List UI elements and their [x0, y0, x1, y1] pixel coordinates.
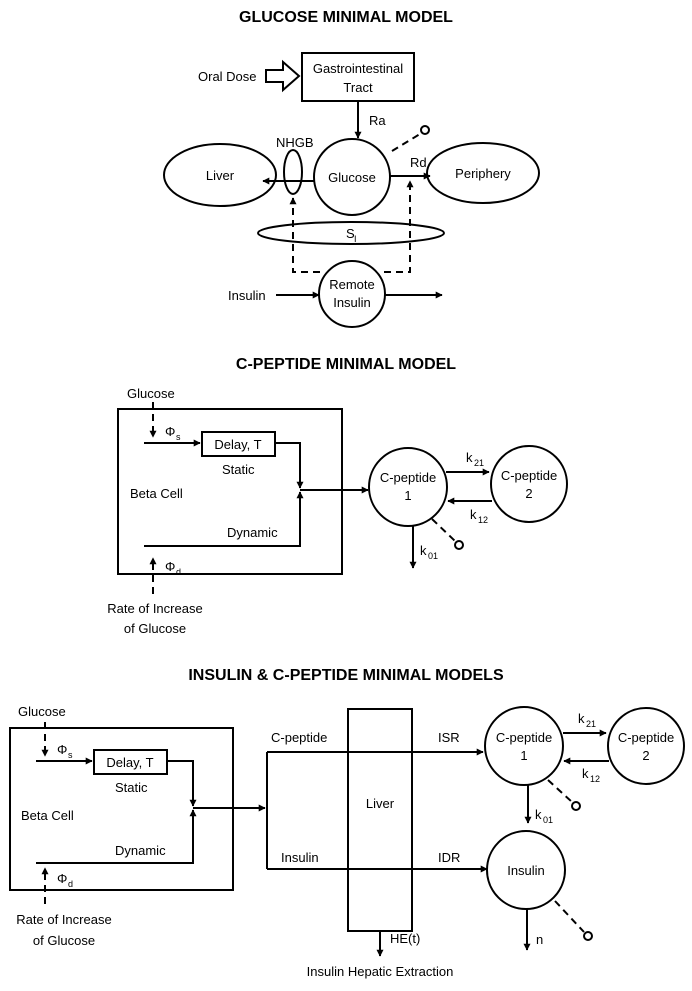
cm-phi-d: Φ: [57, 871, 67, 886]
cm-cpeptide-2-label-line1: C-peptide: [618, 730, 674, 745]
cm-cpeptide-flow-label: C-peptide: [271, 730, 327, 745]
remote-insulin-to-nhgb-dashed: [289, 197, 320, 273]
cm-static-label: Static: [115, 780, 148, 795]
cp-cpeptide-2-label-line2: 2: [525, 486, 532, 501]
oral-dose-block-arrow: [265, 59, 301, 93]
cm-insulin-flow-label: Insulin: [281, 850, 319, 865]
cp-cpeptide-2-node: [490, 445, 568, 523]
cm-rate-label-line2: of Glucose: [33, 933, 95, 948]
cp-phi-s: Φ: [165, 424, 175, 439]
nhgb-label: NHGB: [276, 135, 314, 150]
insulin-sensitivity-ellipse: [257, 221, 445, 245]
insulin-sensitivity-subscript: I: [354, 234, 357, 244]
cm-cpeptide-2-node: [607, 707, 685, 785]
remote-insulin-label-line1: Remote: [329, 277, 375, 292]
liver-node: [163, 143, 277, 207]
cm-idr-label: IDR: [438, 850, 460, 865]
cm-insulin-loss-open-circle: [583, 931, 593, 941]
cp-static-label: Static: [222, 462, 255, 477]
rd-label: Rd: [410, 155, 427, 170]
insulin-input-label: Insulin: [228, 288, 266, 303]
cm-phi-s-subscript: s: [68, 750, 73, 760]
cm-k12-label: k: [582, 766, 589, 781]
cm-liver-box: [347, 708, 413, 932]
ra-label: Ra: [369, 113, 386, 128]
insulin-cpeptide-minimal-models: INSULIN & C-PEPTIDE MINIMAL MODELS Gluco…: [9, 667, 685, 979]
insulin-sensitivity-label: S: [346, 226, 355, 241]
cp-rate-label-line2: of Glucose: [124, 621, 186, 636]
cp-k21-subscript: 21: [474, 458, 484, 468]
gi-tract-label-line2: Tract: [343, 80, 373, 95]
cp-glucose-label: Glucose: [127, 386, 175, 401]
glucose-minimal-model: GLUCOSE MINIMAL MODEL Oral Dose Gastroin…: [163, 9, 540, 328]
glucose-loss-dashed-line: [391, 133, 421, 152]
cm-k01-label: k: [535, 807, 542, 822]
remote-insulin-label-line2: Insulin: [333, 295, 371, 310]
remote-insulin-node: [318, 260, 386, 328]
cp-phi-d-subscript: d: [176, 567, 181, 577]
cp-dynamic-label: Dynamic: [227, 525, 278, 540]
cm-static-path: [167, 760, 197, 807]
cm-n-label: n: [536, 932, 543, 947]
cp-k21-label: k: [466, 450, 473, 465]
liver-node-label: Liver: [206, 168, 235, 183]
cp-k01-label: k: [420, 543, 427, 558]
remote-insulin-to-rd-dashed: [384, 180, 414, 273]
cp-static-path: [275, 442, 304, 489]
cp-k12-label: k: [470, 507, 477, 522]
cm-liver-label: Liver: [366, 796, 395, 811]
c-peptide-minimal-model: C-PEPTIDE MINIMAL MODEL Glucose Φ s Dela…: [107, 356, 568, 636]
nhgb-valve-ellipse: [283, 149, 303, 195]
cpeptide-model-title: C-PEPTIDE MINIMAL MODEL: [236, 356, 456, 373]
cm-cpeptide-loss-open-circle: [571, 801, 581, 811]
cp-k01-subscript: 01: [428, 551, 438, 561]
cm-glucose-label: Glucose: [18, 704, 66, 719]
cm-phi-s: Φ: [57, 742, 67, 757]
cm-isr-label: ISR: [438, 730, 460, 745]
cp-loss-open-circle: [454, 540, 464, 550]
gi-tract-label-line1: Gastrointestinal: [313, 61, 403, 76]
cp-dynamic-path: [144, 491, 304, 547]
oral-dose-label: Oral Dose: [198, 69, 257, 84]
cp-phi-d: Φ: [165, 559, 175, 574]
cm-hepatic-extraction-label: Insulin Hepatic Extraction: [307, 964, 454, 979]
cp-cpeptide-1-label-line1: C-peptide: [380, 470, 436, 485]
cp-loss-dashed-line: [431, 518, 456, 542]
cm-k21-subscript: 21: [586, 719, 596, 729]
periphery-node-label: Periphery: [455, 166, 511, 181]
cm-cpeptide-1-node: [484, 706, 564, 786]
glucose-node-label: Glucose: [328, 170, 376, 185]
combined-model-title: INSULIN & C-PEPTIDE MINIMAL MODELS: [188, 667, 504, 684]
cm-insulin-loss-dashed: [554, 900, 585, 933]
cp-k12-subscript: 12: [478, 515, 488, 525]
cm-k01-subscript: 01: [543, 815, 553, 825]
cm-dynamic-path: [36, 809, 197, 864]
cm-k12-subscript: 12: [590, 774, 600, 784]
cp-cpeptide-1-node: [368, 447, 448, 527]
cm-beta-cell-label: Beta Cell: [21, 808, 74, 823]
cm-cpeptide-1-label-line1: C-peptide: [496, 730, 552, 745]
cm-phi-d-subscript: d: [68, 879, 73, 889]
glucose-loss-open-circle: [420, 125, 430, 135]
glucose-model-title: GLUCOSE MINIMAL MODEL: [239, 9, 453, 26]
cm-he-label: HE(t): [390, 931, 420, 946]
cm-k21-label: k: [578, 711, 585, 726]
cm-delay-label: Delay, T: [106, 755, 153, 770]
cm-cpeptide-loss-dashed: [547, 779, 573, 803]
cp-delay-box: [201, 431, 276, 457]
cm-cpeptide-2-label-line2: 2: [642, 748, 649, 763]
cm-dynamic-label: Dynamic: [115, 843, 166, 858]
cp-beta-cell-label: Beta Cell: [130, 486, 183, 501]
gastrointestinal-tract-box: [301, 52, 415, 102]
cm-rate-label-line1: Rate of Increase: [16, 912, 111, 927]
cp-phi-s-subscript: s: [176, 432, 181, 442]
cp-delay-label: Delay, T: [214, 437, 261, 452]
cp-cpeptide-1-label-line2: 1: [404, 488, 411, 503]
cp-cpeptide-2-label-line1: C-peptide: [501, 468, 557, 483]
cm-insulin-node-label: Insulin: [507, 863, 545, 878]
cm-cpeptide-1-label-line2: 1: [520, 748, 527, 763]
cp-rate-label-line1: Rate of Increase: [107, 601, 202, 616]
